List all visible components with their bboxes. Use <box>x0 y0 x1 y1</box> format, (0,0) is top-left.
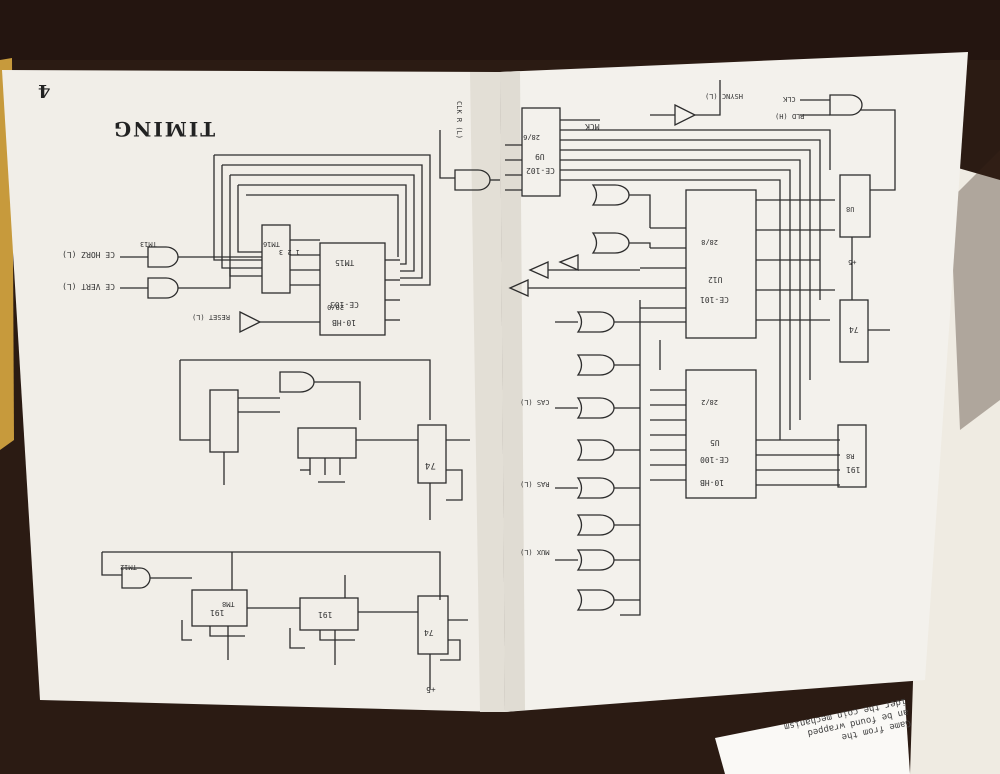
label-mux: MUX (L) <box>520 548 550 556</box>
label-pld: PLD (H) <box>775 112 805 120</box>
label-ce-horz: CE HORZ (L) <box>62 250 115 259</box>
label-clkr: CLK R (L) <box>454 101 463 139</box>
label-74-left: 74 <box>425 460 436 470</box>
label-tm15-a: TM15 <box>335 258 355 267</box>
table-shadow <box>0 0 1000 60</box>
left-schematic <box>101 130 500 690</box>
svg-text:28/8: 28/8 <box>701 238 718 246</box>
label-clk: CLK <box>783 95 796 103</box>
label-191-right: 191 <box>846 465 861 474</box>
right-paper-shadow <box>950 150 1000 430</box>
label-ce101: CE-101 <box>700 295 729 304</box>
paper-scrap <box>715 700 910 774</box>
label-u9: U9 <box>535 152 545 161</box>
label-tm13: TM13 <box>140 240 157 248</box>
svg-text:20/0: 20/0 <box>327 303 344 311</box>
page-number: 4 <box>38 80 51 101</box>
label-ce-vert: CE VERT (L) <box>62 282 115 291</box>
label-ras: RAS (L) <box>520 480 550 488</box>
label-10hb-right: 10-HB <box>700 478 725 487</box>
label-hsync: HSYNC (L) <box>705 92 743 100</box>
label-ce102: CE-102 <box>526 166 555 175</box>
label-u12: U12 <box>708 275 723 284</box>
svg-text:1 2 3: 1 2 3 <box>279 248 300 256</box>
chip-pin-numbers: 1 2 3 20/0 28/8 28/2 28/6 <box>279 133 718 406</box>
label-191-b: 191 <box>318 610 333 619</box>
svg-text:28/6: 28/6 <box>523 133 540 141</box>
label-cas: CAS (L) <box>520 398 550 406</box>
right-page-gutter <box>500 71 525 712</box>
label-tm8: TM8 <box>222 600 235 608</box>
label-191-a: 191 <box>210 608 225 617</box>
label-u8: U8 <box>846 205 855 213</box>
right-page <box>500 52 968 712</box>
svg-text:28/2: 28/2 <box>701 398 718 406</box>
label-plus5-left: +5 <box>426 685 436 694</box>
label-tm16: TM16 <box>263 240 280 248</box>
label-mck: MCK <box>585 122 600 131</box>
left-page-gutter <box>470 72 505 712</box>
label-ce103: CE-103 <box>330 300 359 309</box>
label-u5: U5 <box>710 438 720 447</box>
label-tm12: TM12 <box>120 563 137 571</box>
label-r8: R8 <box>846 452 855 460</box>
label-74-right: 74 <box>849 325 859 334</box>
label-reset: RESET (L) <box>192 313 230 321</box>
scrap-text: Game from the an be found wrapped ider t… <box>738 695 912 763</box>
label-10hb-left: 10-HB <box>332 318 357 327</box>
label-plus5-right: +5 <box>848 258 857 266</box>
label-74-left-b: 74 <box>424 628 434 637</box>
label-ce100: CE-100 <box>700 455 729 464</box>
page-heading: TIMING <box>112 117 216 141</box>
right-schematic <box>505 80 896 616</box>
